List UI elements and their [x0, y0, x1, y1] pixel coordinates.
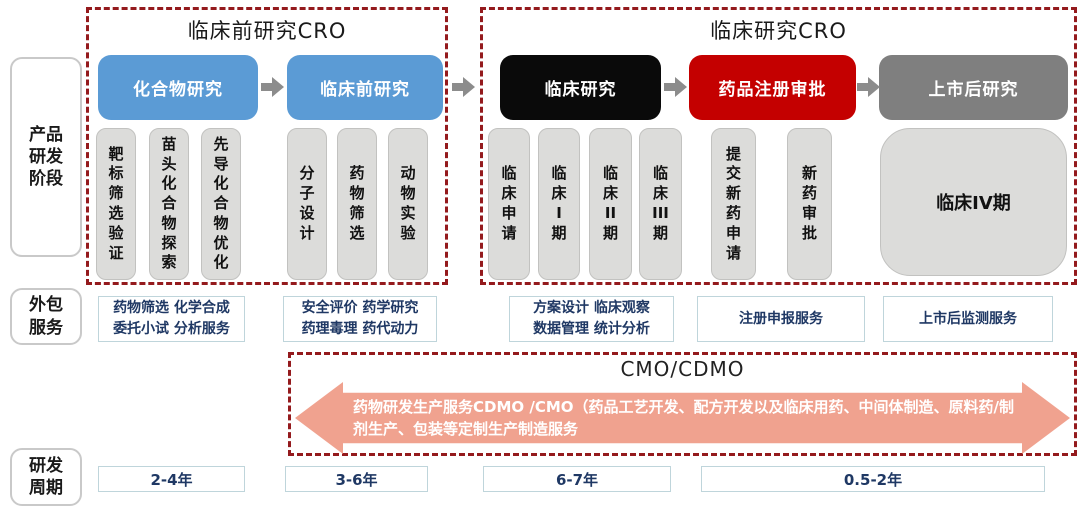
service-post-market-monitoring: 上市后监测服务 — [883, 296, 1053, 342]
substep-clinical-phase2: 临 床 II 期 — [589, 128, 632, 280]
flow-arrow-icon — [452, 77, 475, 97]
substep-hit-compound-exploration: 苗 头 化 合 物 探 索 — [149, 128, 189, 280]
cmo-cdmo-title: CMO/CDMO — [620, 357, 745, 381]
substep-clinical-phase1: 临 床 I 期 — [538, 128, 580, 280]
outsourcing-row-label: 外包 服务 — [10, 288, 82, 345]
service-clinical-trial: 方案设计 临床观察 数据管理 统计分析 — [509, 296, 674, 342]
substep-clinical-phase3: 临 床 III 期 — [639, 128, 682, 280]
substep-clinical-application: 临 床 申 请 — [488, 128, 530, 280]
substep-target-screening: 靶 标 筛 选 验 证 — [96, 128, 136, 280]
service-safety-pharmacology: 安全评价 药学研究 药理毒理 药代动力 — [283, 296, 437, 342]
cycle-clinical-research: 6-7年 — [483, 466, 671, 492]
cmo-cdmo-group: CMO/CDMO 药物研发生产服务CDMO /CMO（药品工艺开发、配方开发以及… — [288, 352, 1077, 456]
cmo-double-arrow: 药物研发生产服务CDMO /CMO（药品工艺开发、配方开发以及临床用药、中间体制… — [295, 382, 1070, 454]
stage-preclinical-research: 临床前研究 — [287, 55, 443, 120]
stage-row-label: 产品 研发 阶段 — [10, 57, 82, 257]
clinical-cro-title: 临床研究CRO — [710, 19, 847, 43]
cycle-registration-postmarket: 0.5-2年 — [701, 466, 1045, 492]
service-preclinical-chemistry: 药物筛选 化学合成 委托小试 分析服务 — [98, 296, 245, 342]
service-registration-filing: 注册申报服务 — [697, 296, 865, 342]
substep-nda-approval: 新 药 审 批 — [787, 128, 832, 280]
clinical-cro-group: 临床研究CRO — [480, 7, 1077, 285]
substep-clinical-phase4: 临床IV期 — [880, 128, 1067, 276]
flow-arrow-icon — [664, 77, 687, 97]
flow-arrow-icon — [857, 77, 880, 97]
preclinical-cro-group: 临床前研究CRO — [86, 7, 448, 285]
stage-compound-research: 化合物研究 — [98, 55, 258, 120]
stage-post-market-research: 上市后研究 — [879, 55, 1068, 120]
substep-drug-screening: 药 物 筛 选 — [337, 128, 377, 280]
substep-nda-submission: 提 交 新 药 申 请 — [711, 128, 756, 280]
flow-arrow-icon — [261, 77, 284, 97]
stage-drug-registration: 药品注册审批 — [689, 55, 856, 120]
stage-clinical-research: 临床研究 — [500, 55, 661, 120]
cycle-preclinical-compound: 2-4年 — [98, 466, 245, 492]
substep-lead-compound-optimization: 先 导 化 合 物 优 化 — [201, 128, 241, 280]
substep-animal-testing: 动 物 实 验 — [388, 128, 428, 280]
cmo-arrow-text: 药物研发生产服务CDMO /CMO（药品工艺开发、配方开发以及临床用药、中间体制… — [353, 397, 1015, 438]
substep-molecular-design: 分 子 设 计 — [287, 128, 327, 280]
preclinical-cro-title: 临床前研究CRO — [187, 19, 347, 43]
cycle-row-label: 研发 周期 — [10, 448, 82, 506]
cycle-preclinical-research: 3-6年 — [285, 466, 428, 492]
